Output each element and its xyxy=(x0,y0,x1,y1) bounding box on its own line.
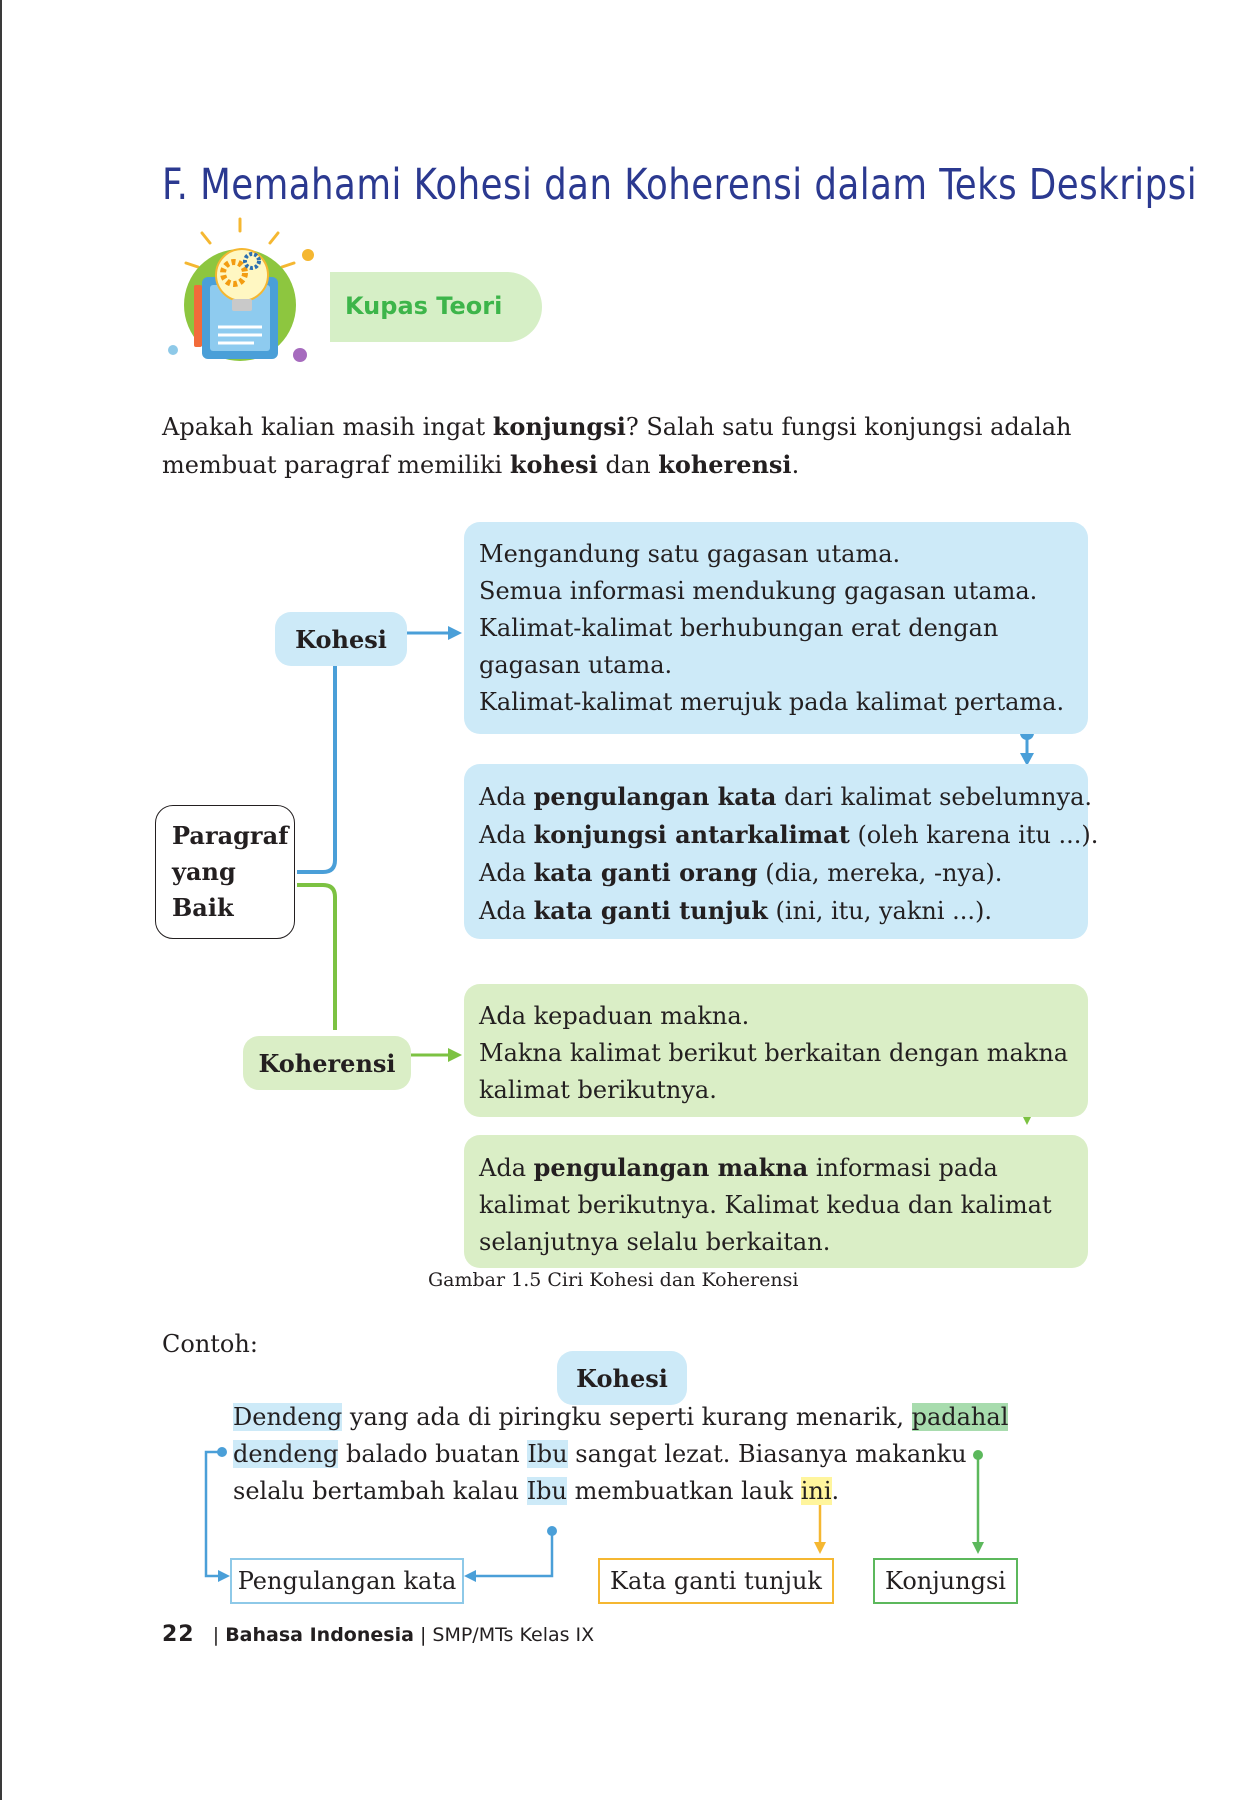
example-kohesi-badge: Kohesi xyxy=(557,1351,687,1405)
koherensi-marker-line: kalimat berikutnya. Kalimat kedua dan ka… xyxy=(479,1191,1052,1219)
kohesi-item: Mengandung satu gagasan utama. xyxy=(479,540,901,568)
kohesi-marker-item: Ada pengulangan kata dari kalimat sebelu… xyxy=(479,782,1093,811)
koherensi-item: Makna kalimat berikut berkaitan dengan m… xyxy=(479,1039,1069,1067)
kata-ganti-tunjuk-label: Kata ganti tunjuk xyxy=(598,1558,834,1604)
koherensi-item: kalimat berikutnya. xyxy=(479,1076,717,1104)
koherensi-marker-line: Ada pengulangan makna informasi pada xyxy=(479,1153,998,1182)
kupas-teori-banner xyxy=(330,272,542,342)
page-edge-line xyxy=(0,0,2,1800)
page-number: 22 xyxy=(162,1622,195,1647)
intro-paragraph: Apakah kalian masih ingat konjungsi? Sal… xyxy=(162,412,1072,479)
kohesi-marker-item: Ada kata ganti orang (dia, mereka, -nya)… xyxy=(479,858,1003,887)
kohesi-pill: Kohesi xyxy=(275,612,407,666)
book-title: Bahasa Indonesia xyxy=(225,1624,414,1646)
konjungsi-label: Konjungsi xyxy=(873,1558,1018,1604)
page-footer: 22 | Bahasa Indonesia | SMP/MTs Kelas IX xyxy=(162,1622,595,1647)
kohesi-item: Semua informasi mendukung gagasan utama. xyxy=(479,577,1038,605)
kohesi-markers-box: Ada pengulangan kata dari kalimat sebelu… xyxy=(464,764,1099,939)
kohesi-marker-item: Ada kata ganti tunjuk (ini, itu, yakni .… xyxy=(479,896,993,925)
section-title: F. Memahami Kohesi dan Koherensi dalam T… xyxy=(162,160,1198,210)
pengulangan-kata-label: Pengulangan kata xyxy=(230,1558,464,1604)
koherensi-markers-box: Ada pengulangan makna informasi pada kal… xyxy=(464,1135,1088,1268)
koherensi-pill: Koherensi xyxy=(243,1036,411,1090)
lightbulb-book-icon xyxy=(168,217,314,362)
example-paragraph: Dendeng yang ada di piringku seperti kur… xyxy=(233,1403,1009,1505)
figure-caption: Gambar 1.5 Ciri Kohesi dan Koherensi xyxy=(428,1269,799,1291)
koherensi-characteristics-box: Ada kepaduan makna. Makna kalimat beriku… xyxy=(464,984,1088,1117)
kupas-teori-label: Kupas Teori xyxy=(345,292,503,320)
example-heading: Contoh: xyxy=(162,1330,258,1358)
kohesi-characteristics-box: Mengandung satu gagasan utama. Semua inf… xyxy=(464,522,1088,734)
kohesi-marker-item: Ada konjungsi antarkalimat (oleh karena … xyxy=(479,820,1099,849)
book-level: SMP/MTs Kelas IX xyxy=(432,1624,595,1646)
koherensi-item: Ada kepaduan makna. xyxy=(479,1002,750,1030)
kohesi-item: gagasan utama. xyxy=(479,651,673,679)
paragraf-yang-baik-node: Paragraf yang Baik xyxy=(155,805,295,939)
koherensi-marker-line: selanjutnya selalu berkaitan. xyxy=(479,1228,831,1256)
kohesi-item: Kalimat-kalimat merujuk pada kalimat per… xyxy=(479,688,1065,716)
kohesi-item: Kalimat-kalimat berhubungan erat dengan xyxy=(479,614,999,642)
